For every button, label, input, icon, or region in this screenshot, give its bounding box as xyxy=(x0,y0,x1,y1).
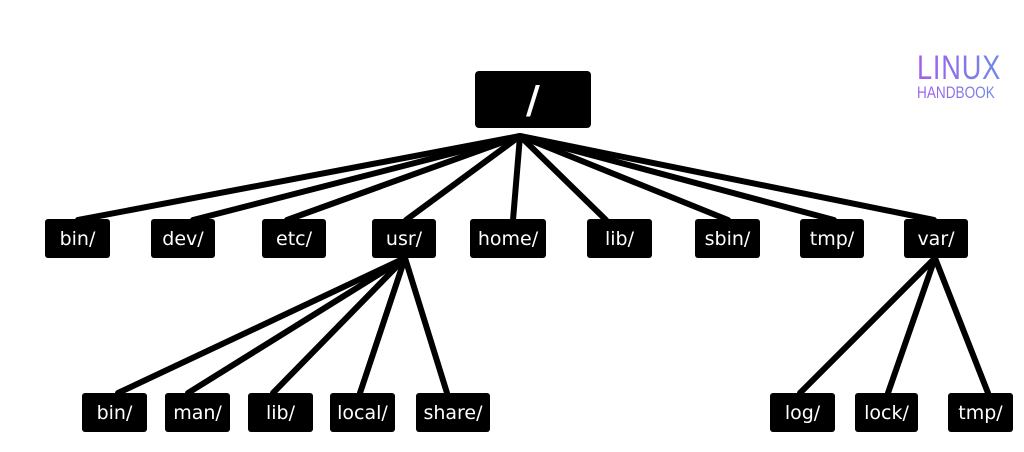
edge-usr-lib xyxy=(270,255,408,396)
edge-usr-share xyxy=(402,255,450,396)
node-home: home/ xyxy=(470,219,546,258)
node-usr-share: share/ xyxy=(416,393,490,432)
edge-usr-local xyxy=(357,255,408,396)
edge-root-bin xyxy=(75,133,523,223)
node-usr-local: local/ xyxy=(330,393,395,432)
node-var-lock: lock/ xyxy=(855,393,918,432)
node-usr: usr/ xyxy=(372,219,436,258)
edge-var-log xyxy=(797,255,938,396)
edge-root-dev xyxy=(190,133,523,223)
node-usr-man: man/ xyxy=(165,393,230,432)
edge-root-home xyxy=(510,133,523,223)
edge-root-usr xyxy=(403,133,523,223)
edge-root-tmp xyxy=(517,133,837,223)
edge-var-lock xyxy=(885,255,938,396)
node-usr-bin: bin/ xyxy=(82,393,147,432)
edge-usr-man xyxy=(185,255,408,396)
logo-line2: HANDBOOK xyxy=(917,84,1005,102)
node-bin: bin/ xyxy=(45,219,110,258)
node-tmp: tmp/ xyxy=(800,219,864,258)
linux-handbook-logo: LINUX HANDBOOK xyxy=(917,51,1024,102)
node-lib: lib/ xyxy=(587,219,652,258)
edge-root-sbin xyxy=(517,133,731,223)
edge-root-var xyxy=(517,133,937,223)
edge-root-lib xyxy=(517,133,609,223)
edge-var-tmp xyxy=(932,255,991,396)
node-usr-lib: lib/ xyxy=(248,393,313,432)
node-etc: etc/ xyxy=(262,219,326,258)
node-var-tmp: tmp/ xyxy=(948,393,1013,432)
edge-root-etc xyxy=(284,133,523,223)
node-root: / xyxy=(475,71,591,128)
logo-line1: LINUX xyxy=(917,51,1005,85)
node-var-log: log/ xyxy=(770,393,835,432)
edge-usr-bin xyxy=(115,255,408,396)
node-dev: dev/ xyxy=(151,219,215,258)
node-var: var/ xyxy=(904,219,968,258)
node-sbin: sbin/ xyxy=(695,219,760,258)
